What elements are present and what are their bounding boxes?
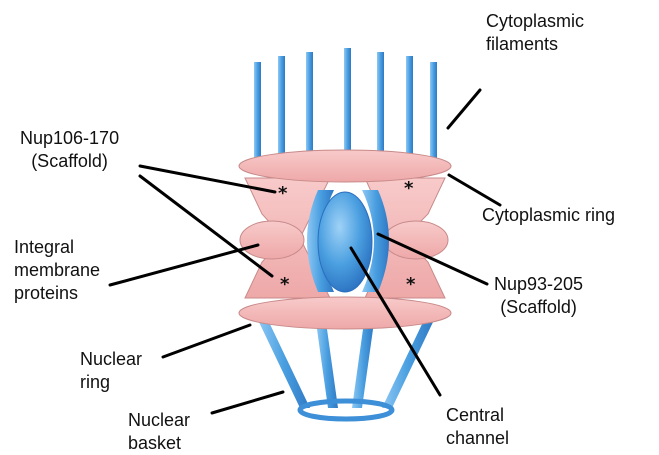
label-line: Nuclear xyxy=(128,409,190,432)
asterisk-upper-right: * xyxy=(404,180,413,198)
asterisk-lower-right: * xyxy=(406,276,415,294)
basket-strut xyxy=(258,320,310,408)
label-line: Cytoplasmic xyxy=(486,10,584,33)
filament xyxy=(406,56,413,166)
label-line: channel xyxy=(446,427,509,450)
central-channel xyxy=(318,192,372,292)
label-line: Nuclear xyxy=(80,348,142,371)
label-nuclear-ring: Nuclear ring xyxy=(80,348,142,394)
label-line: Nup106-170 xyxy=(20,127,119,150)
leader-integral-membrane xyxy=(110,245,258,285)
label-line: basket xyxy=(128,432,190,455)
asterisk-upper-left: * xyxy=(278,185,287,203)
label-line: Integral xyxy=(14,236,100,259)
nuclear-basket xyxy=(258,320,434,419)
cytoplasmic-filaments xyxy=(254,48,437,166)
label-line: Central xyxy=(446,404,509,427)
label-nup106-170: Nup106-170 (Scaffold) xyxy=(20,127,119,173)
label-line: Nup93-205 xyxy=(494,273,583,296)
leader-cytoplasmic-ring xyxy=(449,175,500,205)
basket-ring xyxy=(300,401,392,419)
label-line: (Scaffold) xyxy=(494,296,583,319)
basket-strut xyxy=(352,322,374,408)
leader-nuclear-basket xyxy=(212,392,283,413)
filament xyxy=(377,52,384,166)
label-line: ring xyxy=(80,371,142,394)
filament xyxy=(254,62,261,166)
nuclear-ring xyxy=(239,297,451,329)
label-nup93-205: Nup93-205 (Scaffold) xyxy=(494,273,583,319)
label-line: filaments xyxy=(486,33,584,56)
filament xyxy=(344,48,351,166)
cytoplasmic-ring xyxy=(239,150,451,182)
leader-cytoplasmic-filaments xyxy=(448,90,480,128)
asterisk-lower-left: * xyxy=(280,276,289,294)
label-central-channel: Central channel xyxy=(446,404,509,450)
label-line: membrane xyxy=(14,259,100,282)
filament xyxy=(306,52,313,166)
leader-nuclear-ring xyxy=(163,325,250,357)
basket-strut xyxy=(382,320,434,408)
label-cytoplasmic-ring: Cytoplasmic ring xyxy=(482,204,615,227)
label-integral-membrane-proteins: Integral membrane proteins xyxy=(14,236,100,305)
filament xyxy=(278,56,285,166)
label-line: proteins xyxy=(14,282,100,305)
label-cytoplasmic-filaments: Cytoplasmic filaments xyxy=(486,10,584,56)
label-line: Cytoplasmic ring xyxy=(482,204,615,227)
integral-membrane-lobe-left xyxy=(240,221,304,259)
filament xyxy=(430,62,437,166)
label-nuclear-basket: Nuclear basket xyxy=(128,409,190,455)
basket-strut xyxy=(316,322,338,408)
label-line: (Scaffold) xyxy=(20,150,119,173)
